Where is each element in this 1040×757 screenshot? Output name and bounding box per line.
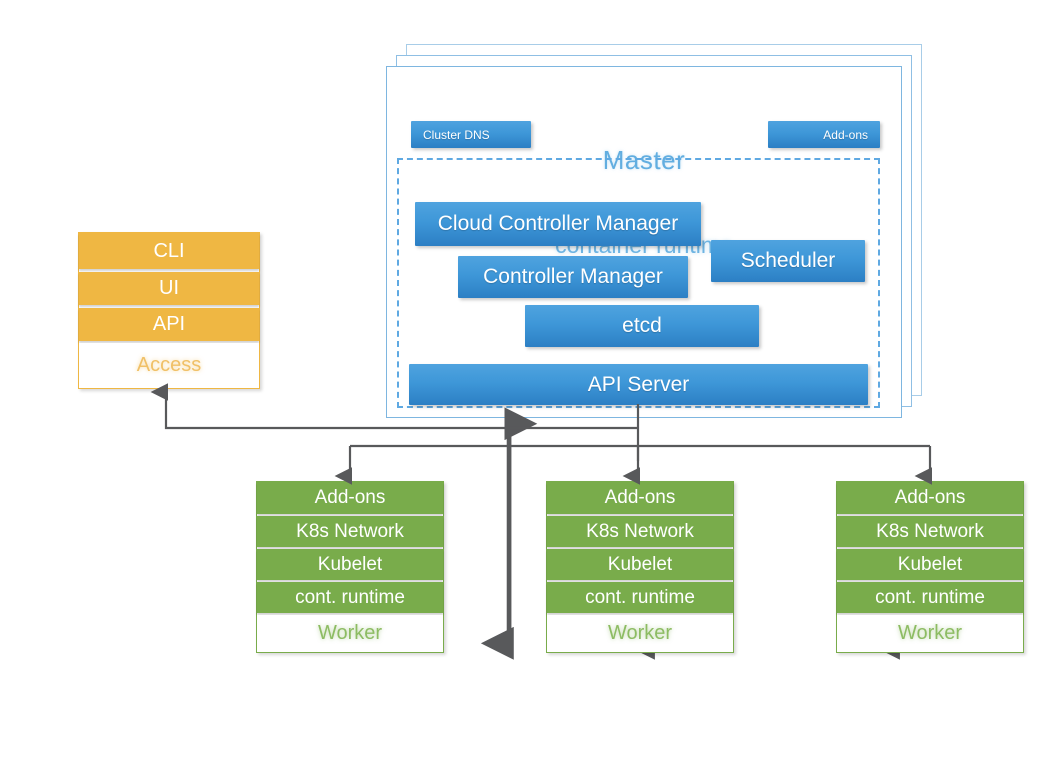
worker-node-3: Add-ons K8s Network Kubelet cont. runtim… — [836, 481, 1024, 653]
worker-2-footer-wrap: Worker — [547, 615, 733, 652]
worker-1-footer-label: Worker — [317, 622, 383, 644]
worker-3-layer-kubelet[interactable]: Kubelet — [837, 549, 1023, 580]
worker-3-layer-network-label: K8s Network — [876, 520, 984, 542]
master-title: Master — [602, 145, 686, 175]
worker-1-layer-kubelet[interactable]: Kubelet — [257, 549, 443, 580]
worker-1-footer-wrap: Worker — [257, 615, 443, 652]
worker-node-1: Add-ons K8s Network Kubelet cont. runtim… — [256, 481, 444, 653]
access-footer-label: Access — [136, 354, 202, 376]
worker-3-footer-label: Worker — [897, 622, 963, 644]
controller-manager-label: Controller Manager — [483, 265, 663, 288]
worker-1-layer-kubelet-label: Kubelet — [317, 553, 383, 575]
access-item-cli[interactable]: CLI — [79, 233, 259, 269]
worker-3-layer-addons-label: Add-ons — [894, 487, 966, 508]
worker-3-layer-network[interactable]: K8s Network — [837, 516, 1023, 547]
cluster-dns-box[interactable]: Cluster DNS — [411, 121, 531, 148]
api-server-box[interactable]: API Server — [409, 364, 868, 405]
etcd-box[interactable]: etcd — [525, 305, 759, 347]
worker-1-layer-addons-label: Add-ons — [314, 487, 386, 508]
access-item-api-label: API — [152, 313, 186, 335]
worker-3-layer-runtime-label: cont. runtime — [875, 586, 985, 608]
worker-2-layer-addons-label: Add-ons — [604, 487, 676, 508]
access-item-ui-label: UI — [159, 277, 179, 299]
master-addons-box[interactable]: Add-ons — [768, 121, 880, 148]
access-footer-label-wrap: Access — [79, 343, 259, 388]
worker-1-layer-runtime[interactable]: cont. runtime — [257, 582, 443, 613]
diagram-canvas: Master Cluster DNS Add-ons container run… — [78, 44, 1024, 660]
worker-3-layer-addons[interactable]: Add-ons — [837, 482, 1023, 514]
worker-2-layer-network[interactable]: K8s Network — [547, 516, 733, 547]
worker-2-layer-runtime[interactable]: cont. runtime — [547, 582, 733, 613]
controller-manager-box[interactable]: Controller Manager — [458, 256, 688, 298]
master-panel: Master Cluster DNS Add-ons container run… — [386, 66, 924, 660]
api-server-label: API Server — [587, 372, 690, 396]
scheduler-label: Scheduler — [740, 249, 836, 272]
worker-2-layer-runtime-label: cont. runtime — [585, 586, 695, 608]
etcd-label: etcd — [622, 314, 662, 337]
access-item-cli-label: CLI — [153, 239, 185, 262]
worker-1-layer-runtime-label: cont. runtime — [295, 586, 405, 608]
worker-3-footer-wrap: Worker — [837, 615, 1023, 652]
worker-2-layer-kubelet[interactable]: Kubelet — [547, 549, 733, 580]
worker-3-layer-kubelet-label: Kubelet — [897, 553, 963, 575]
worker-1-layer-network[interactable]: K8s Network — [257, 516, 443, 547]
worker-3-layer-runtime[interactable]: cont. runtime — [837, 582, 1023, 613]
cloud-controller-manager-box[interactable]: Cloud Controller Manager — [415, 202, 701, 246]
worker-2-footer-label: Worker — [607, 622, 673, 644]
access-stack: CLI UI API Access — [78, 232, 260, 389]
cloud-controller-manager-label: Cloud Controller Manager — [437, 212, 679, 235]
master-addons-label: Add-ons — [823, 127, 868, 142]
worker-2-layer-network-label: K8s Network — [586, 520, 694, 542]
access-item-ui[interactable]: UI — [79, 272, 259, 305]
cluster-dns-label: Cluster DNS — [423, 127, 490, 142]
worker-1-layer-addons[interactable]: Add-ons — [257, 482, 443, 514]
worker-node-2: Add-ons K8s Network Kubelet cont. runtim… — [546, 481, 734, 653]
scheduler-box[interactable]: Scheduler — [711, 240, 865, 282]
access-item-api[interactable]: API — [79, 308, 259, 341]
worker-1-layer-network-label: K8s Network — [296, 520, 404, 542]
worker-2-layer-addons[interactable]: Add-ons — [547, 482, 733, 514]
worker-2-layer-kubelet-label: Kubelet — [607, 553, 673, 575]
